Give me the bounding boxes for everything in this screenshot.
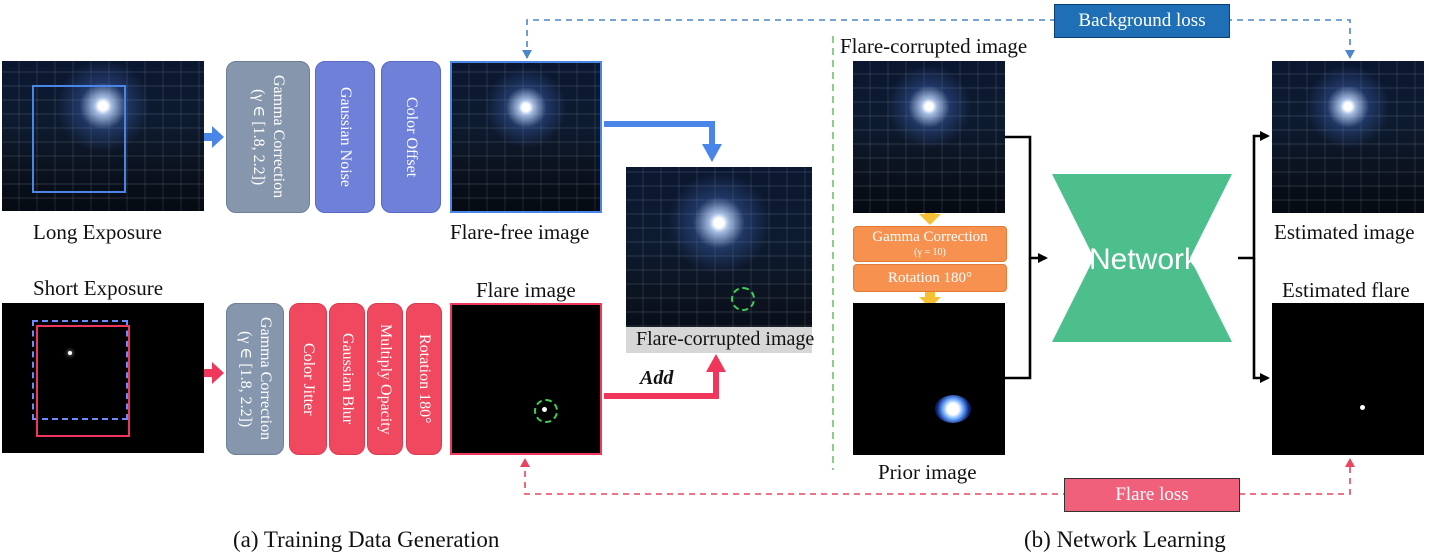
flare-free-image: [450, 61, 602, 213]
flare-free-label: Flare-free image: [450, 220, 590, 244]
corrupted-caption-bar: [626, 327, 812, 353]
flare-highlight-circle: [534, 399, 558, 423]
caption-b: (b) Network Learning: [1024, 527, 1226, 552]
rotation-box: Rotation 180°: [406, 303, 442, 455]
arrow-corrupted-to-network: [1005, 135, 1048, 263]
background-loss-line: [526, 19, 1351, 58]
flare-corrupted-label-b: Flare-corrupted image: [840, 34, 1028, 58]
crop-box-blue: [32, 85, 126, 193]
estimated-flare-dot: [1360, 405, 1365, 410]
flare-corrupted-label-a: Flare-corrupted image: [636, 328, 815, 350]
estimated-image: [1272, 61, 1424, 213]
flare-dot: [68, 351, 72, 355]
background-loss-label: Background loss: [1054, 4, 1230, 38]
long-exposure-label: Long Exposure: [33, 220, 162, 244]
rotation-180-box: Rotation 180°: [853, 264, 1007, 292]
blue-arrow-long: [204, 126, 224, 148]
long-gamma-correction-box: Gamma Correction (γ ∈ [1.8, 2.2]): [226, 61, 310, 213]
caption-a: (a) Training Data Generation: [233, 527, 500, 552]
short-gamma-correction-box: Gamma Correction (γ ∈ [1.8, 2.2]): [226, 303, 284, 455]
gaussian-blur-box: Gaussian Blur: [329, 303, 365, 455]
prior-image: [853, 303, 1005, 455]
flare-image-label: Flare image: [476, 278, 576, 302]
crop-box-red: [36, 325, 130, 437]
blue-arrow-to-corrupted: [604, 121, 715, 146]
network-label: Network: [1089, 243, 1200, 276]
long-exposure-image: [2, 61, 204, 211]
crop-box-dashed: [32, 320, 128, 420]
short-exposure-label: Short Exposure: [33, 276, 164, 300]
network-block: [1052, 174, 1232, 342]
gaussian-noise-box: Gaussian Noise: [315, 61, 375, 213]
yellow-arrow-2: [919, 291, 941, 308]
prior-flare-glow: [935, 395, 971, 423]
flare-highlight-circle-2: [731, 287, 755, 311]
prior-image-label: Prior image: [878, 460, 977, 484]
flare-image: [450, 303, 602, 455]
red-arrow-add: [604, 370, 719, 399]
arrow-prior-to-network: [1005, 258, 1032, 380]
color-jitter-box: Color Jitter: [289, 303, 327, 455]
add-label: Add: [640, 367, 674, 389]
estimated-flare-label: Estimated flare: [1282, 278, 1410, 302]
flare-corrupted-input-image: [853, 61, 1005, 213]
yellow-arrow-1: [919, 208, 941, 225]
arrow-network-to-outputs: [1238, 131, 1270, 260]
flare-spot: [542, 407, 547, 412]
flare-corrupted-output-image: [626, 167, 812, 353]
gamma-correction-box: Gamma Correction (γ = 10): [853, 226, 1007, 262]
red-arrow-short: [204, 362, 224, 384]
flare-loss-label: Flare loss: [1064, 478, 1240, 512]
estimated-image-label: Estimated image: [1274, 220, 1415, 244]
estimated-flare-image: [1272, 303, 1424, 455]
short-exposure-image: [2, 303, 204, 453]
color-offset-box: Color Offset: [381, 61, 441, 213]
multiply-opacity-box: Multiply Opacity: [367, 303, 403, 455]
flare-loss-line: [524, 460, 1351, 495]
